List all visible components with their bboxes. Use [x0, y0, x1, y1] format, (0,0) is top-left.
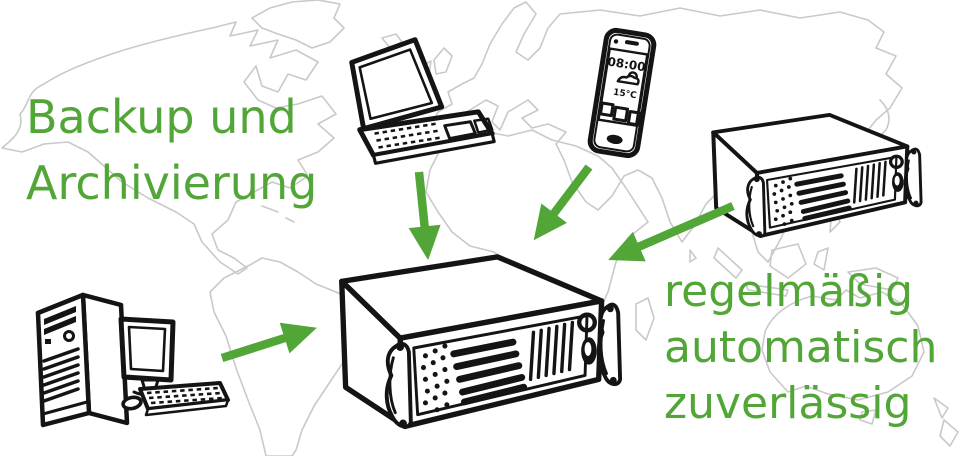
- headline-line-1: Backup und: [26, 90, 297, 144]
- rack-server-central-illustration: [332, 250, 624, 446]
- phone-temperature: 15°C: [612, 88, 637, 102]
- phone-app-icons: [598, 101, 643, 127]
- smartphone-illustration: 08:00 15°C: [587, 27, 657, 159]
- desktop-pc-illustration: [35, 292, 230, 428]
- headline-line-2: Archivierung: [26, 156, 318, 210]
- caption-line-1: regelmäßig: [664, 266, 914, 317]
- phone-camera-icon: [613, 39, 619, 44]
- caption-line-3: zuverlässig: [664, 378, 912, 429]
- phone-speaker-icon: [625, 40, 639, 46]
- headline: Backup und Archivierung: [26, 84, 317, 216]
- phone-home-button-icon: [606, 134, 623, 145]
- phone-clock: 08:00: [607, 54, 647, 74]
- caption-line-2: automatisch: [664, 322, 938, 373]
- rack-server-remote-illustration: [706, 110, 924, 250]
- laptop-illustration: [349, 37, 496, 165]
- caption: regelmäßig automatisch zuverlässig: [664, 264, 937, 432]
- weather-icon: [616, 71, 640, 86]
